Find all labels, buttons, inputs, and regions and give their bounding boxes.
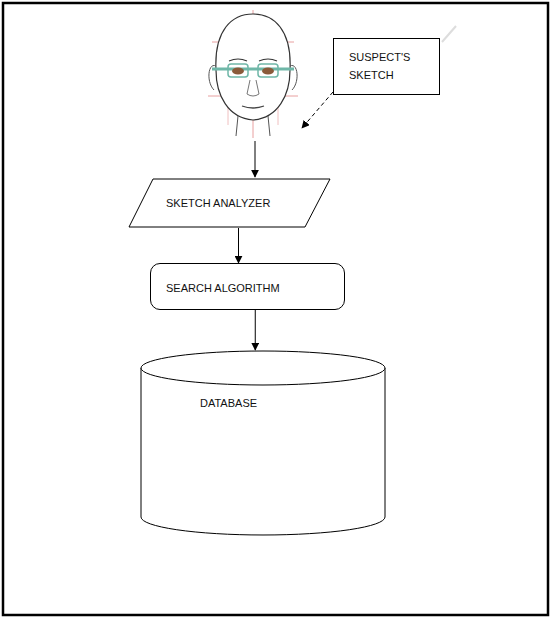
node-label: SEARCH ALGORITHM (166, 279, 334, 297)
stray-mark (442, 26, 456, 42)
flow-arrow (255, 141, 256, 177)
face-sketch (208, 10, 298, 138)
database-cylinder-outline (140, 350, 386, 536)
cylinder-body (141, 368, 385, 535)
process-box: SEARCH ALGORITHM (150, 263, 345, 310)
node-label: SKETCH ANALYZER (166, 194, 301, 212)
parallelogram-outline (129, 179, 330, 227)
flow-arrow (238, 228, 239, 263)
node-label: SUSPECT'S SKETCH (349, 48, 431, 84)
cylinder-top (141, 351, 385, 385)
flow-arrow (255, 310, 256, 350)
page-frame (3, 3, 548, 615)
io-parallelogram: SKETCH ANALYZER (128, 178, 331, 228)
database-cylinder: DATABASE (140, 350, 386, 536)
node-label: DATABASE (200, 394, 366, 412)
callout-leader (302, 92, 333, 128)
callout-box: SUSPECT'S SKETCH (333, 38, 440, 95)
